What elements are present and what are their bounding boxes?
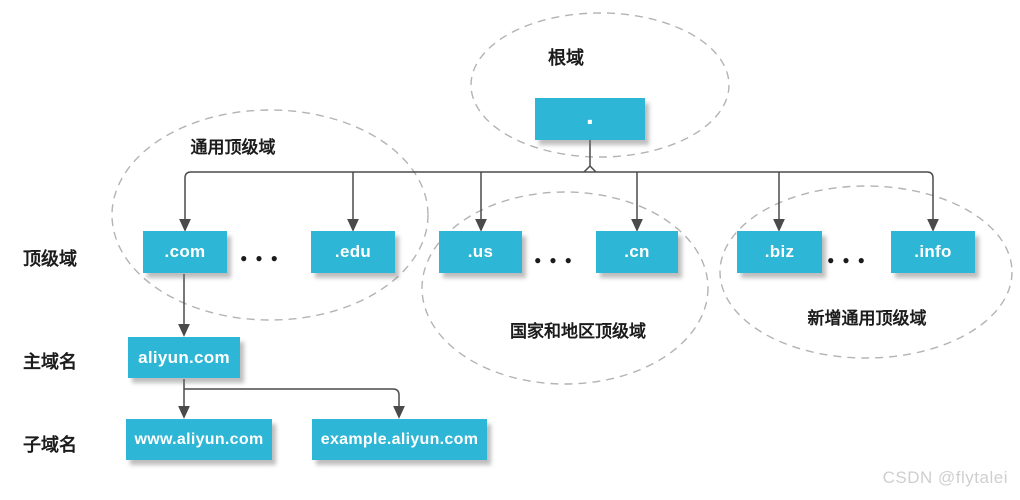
connectors <box>178 140 939 419</box>
node-example-aliyun: example.aliyun.com <box>312 419 487 460</box>
label-generic-tld-group: 通用顶级域 <box>190 138 276 157</box>
generic-tld-group-ellipse <box>111 109 429 321</box>
row-label-subdomain: 子域名 <box>23 435 77 455</box>
row-label-main-domain: 主域名 <box>23 352 77 372</box>
node-aliyun: aliyun.com <box>128 337 240 378</box>
node-us: .us <box>439 231 522 273</box>
label-root-group: 根域 <box>548 48 584 68</box>
new-generic-tld-group-ellipse <box>719 185 1013 359</box>
ellipsis-country-tld: ●●● <box>534 253 580 267</box>
root-group-ellipse <box>470 12 730 158</box>
node-www-aliyun: www.aliyun.com <box>126 419 272 460</box>
edge-bus-to-com <box>179 171 192 232</box>
node-com: .com <box>143 231 227 273</box>
ellipsis-generic-tld: ●●● <box>240 251 286 265</box>
node-info: .info <box>891 231 975 273</box>
node-root-dot: . <box>535 98 645 140</box>
node-cn: .cn <box>596 231 678 273</box>
label-country-tld-group: 国家和地区顶级域 <box>510 322 646 341</box>
edge-root-junction <box>583 164 597 173</box>
label-new-generic-tld-group: 新增通用顶级域 <box>807 309 927 328</box>
node-biz: .biz <box>737 231 822 273</box>
edge-aliyun-to-example <box>184 388 405 419</box>
country-tld-group-ellipse <box>421 191 709 385</box>
group-ellipses <box>111 12 1013 385</box>
node-edu: .edu <box>311 231 395 273</box>
watermark: CSDN @flytalei <box>882 468 1008 487</box>
ellipsis-new-generic-tld: ●●● <box>827 253 873 267</box>
row-label-tld: 顶级域 <box>23 249 77 269</box>
edge-bus-to-info <box>926 171 939 232</box>
root-dot-text: . <box>585 99 595 130</box>
